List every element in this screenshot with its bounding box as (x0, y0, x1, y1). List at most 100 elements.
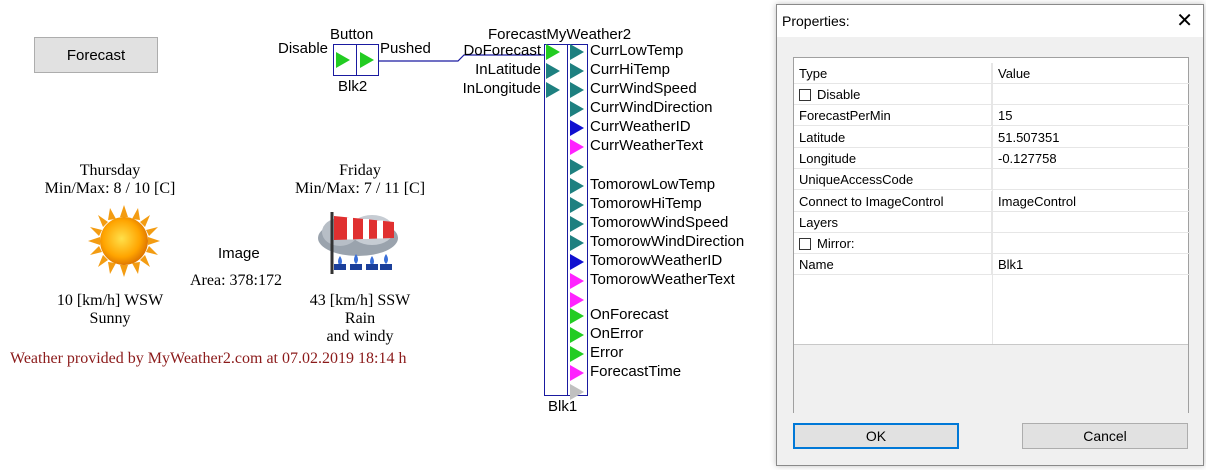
property-name: ForecastPerMin (794, 105, 992, 127)
property-value[interactable]: -0.127758 (992, 148, 1190, 169)
property-name-text: Connect to ImageControl (799, 193, 944, 209)
blk1-output-pin[interactable] (570, 365, 584, 381)
property-name-text: Name (799, 257, 834, 273)
blk1-output-label: CurrWindDirection (590, 99, 713, 116)
blk1-output-label: Error (590, 344, 624, 361)
area-label: Area: 378:172 (190, 272, 282, 289)
property-name: Layers (794, 211, 992, 233)
blk1-output-pin[interactable] (570, 292, 584, 308)
sun-icon (88, 205, 160, 277)
blk2-output-label: Pushed (380, 40, 431, 57)
blk1-output-label: TomorowWindSpeed (590, 214, 729, 231)
blk1-output-label: TomorowWeatherText (590, 271, 735, 288)
blk2-input-pin[interactable] (336, 52, 350, 68)
grid-header: Type Value (794, 63, 1190, 84)
property-name: Name (794, 254, 992, 276)
day1-name: Thursday (79, 162, 141, 179)
property-row[interactable]: UniqueAccessCode (794, 169, 1190, 191)
ok-button[interactable]: OK (793, 423, 959, 449)
blk1-output-pin[interactable] (570, 44, 584, 60)
blk1-output-pin[interactable] (570, 178, 584, 194)
blk1-output-pin[interactable] (570, 346, 584, 362)
property-name: Connect to ImageControl (794, 190, 992, 212)
day1-condition: Sunny (89, 310, 131, 327)
blk1-output-pin[interactable] (570, 120, 584, 136)
day1-minmax: Min/Max: 8 / 10 [C] (44, 180, 176, 197)
blk1-output-pin[interactable] (570, 216, 584, 232)
rain-windsock-icon (318, 212, 398, 274)
property-name: Mirror: (794, 233, 992, 255)
property-value[interactable] (992, 212, 1190, 233)
blk1-output-pin[interactable] (570, 159, 584, 175)
property-value[interactable]: ImageControl (992, 191, 1190, 212)
blk1-output-pin[interactable] (570, 139, 584, 155)
property-row[interactable]: Name Blk1 (794, 254, 1190, 276)
blk1-output-label: ForecastTime (590, 363, 682, 380)
property-row[interactable]: Layers (794, 211, 1190, 233)
property-value[interactable]: 51.507351 (992, 127, 1190, 148)
property-name-text: ForecastPerMin (799, 108, 891, 124)
property-checkbox[interactable] (799, 89, 811, 101)
header-value: Value (992, 63, 1190, 84)
property-name-text: Disable (817, 87, 861, 102)
provider-text: Weather provided by MyWeather2.com at 07… (10, 350, 407, 367)
blk1-input-pin[interactable] (546, 44, 560, 60)
blk1-output-label: TomorowWindDirection (590, 233, 745, 250)
blk1-output-pin[interactable] (570, 63, 584, 79)
property-row[interactable]: Mirror: (794, 233, 1190, 255)
property-name: UniqueAccessCode (794, 169, 992, 191)
property-row[interactable]: Disable (794, 84, 1190, 105)
property-name-text: Layers (799, 214, 839, 230)
blk1-output-pin[interactable] (570, 327, 584, 343)
day1-panel: Thursday Min/Max: 8 / 10 [C] (20, 162, 200, 198)
blk1-output-pin[interactable] (570, 308, 584, 324)
property-row[interactable]: Latitude 51.507351 (794, 126, 1190, 148)
blk1-input-label: InLatitude (475, 61, 541, 78)
property-row[interactable]: Longitude -0.127758 (794, 147, 1190, 169)
day2-condition-line2: and windy (326, 328, 394, 345)
forecast-button[interactable]: Forecast (34, 37, 158, 73)
blk1-output-pin[interactable] (570, 197, 584, 213)
blk2-output-pin[interactable] (360, 52, 374, 68)
property-value[interactable] (992, 169, 1190, 191)
property-row[interactable]: ForecastPerMin 15 (794, 105, 1190, 127)
property-description (794, 344, 1188, 413)
blk1-output-label: OnForecast (590, 306, 669, 323)
property-name: Longitude (794, 147, 992, 169)
property-checkbox[interactable] (799, 238, 811, 251)
blk1-output-pin[interactable] (570, 82, 584, 98)
blk1-output-pin[interactable] (570, 235, 584, 251)
day2-panel: Friday Min/Max: 7 / 11 [C] (272, 162, 448, 198)
property-row[interactable]: Connect to ImageControl ImageControl (794, 190, 1190, 212)
blk1-output-label: CurrLowTemp (590, 42, 684, 59)
blk2-name: Blk2 (338, 78, 368, 95)
blk1-output-label: TomorowLowTemp (590, 176, 716, 193)
property-value[interactable]: Blk1 (992, 254, 1190, 276)
blk2-block[interactable] (333, 44, 379, 76)
property-name-text: Mirror: (817, 236, 855, 252)
property-value[interactable] (992, 233, 1190, 255)
blk2-input-label: Disable (278, 40, 329, 57)
property-name-text: Latitude (799, 129, 846, 145)
cancel-button[interactable]: Cancel (1022, 423, 1188, 449)
blk1-block[interactable] (544, 44, 588, 396)
blk1-output-pin[interactable] (570, 273, 584, 289)
day2-wind: 43 [km/h] SSW (309, 292, 411, 309)
property-value[interactable]: 15 (992, 105, 1190, 127)
blk1-output-label: TomorowWeatherID (590, 252, 723, 269)
day2-details: 43 [km/h] SSW Rain and windy (272, 292, 448, 346)
header-type: Type (794, 63, 992, 84)
property-value[interactable] (992, 84, 1190, 105)
property-name-text: Longitude (799, 150, 857, 166)
blk1-title: ForecastMyWeather2 (488, 26, 632, 43)
day1-details: 10 [km/h] WSW Sunny (20, 292, 200, 328)
blk1-output-pin[interactable] (570, 384, 584, 400)
blk1-output-pin[interactable] (570, 101, 584, 117)
blk1-input-pin[interactable] (546, 82, 560, 98)
blk1-output-pin[interactable] (570, 254, 584, 270)
blk1-input-pin[interactable] (546, 63, 560, 79)
blk1-output-label: CurrWeatherID (590, 118, 691, 135)
dialog-title: Properties: (782, 13, 850, 29)
close-icon[interactable]: ✕ (1176, 10, 1193, 32)
